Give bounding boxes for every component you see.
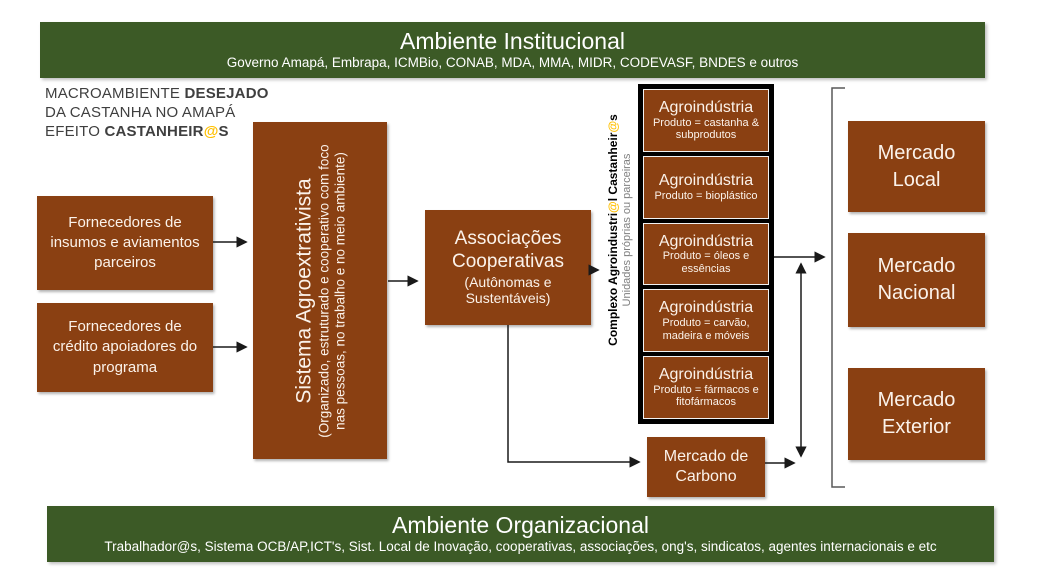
agroindustry-unit-2: Agroindústria Produto = bioplástico [643, 155, 769, 219]
agroindustry-unit-3-title: Agroindústria [658, 232, 754, 250]
complex-sublabel: Unidades próprias ou parceiras [620, 153, 633, 307]
agroindustry-complex: Agroindústria Produto = castanha & subpr… [638, 84, 774, 424]
institutional-subtitle: Governo Amapá, Embrapa, ICMBio, CONAB, M… [226, 55, 799, 71]
organizational-banner: Ambiente Organizacional Trabalhador@s, S… [47, 506, 994, 562]
agro-system-title: Sistema Agroextrativista [291, 177, 315, 404]
institutional-banner: Ambiente Institucional Governo Amapá, Em… [40, 22, 985, 78]
agroindustry-unit-4-product: Produto = carvão, madeira e móveis [662, 316, 750, 342]
market-national-label: Mercado Nacional [877, 255, 956, 304]
agro-system-rotated-text: Sistema Agroextrativista (Organizado, es… [253, 122, 387, 459]
market-local-label: Mercado Local [877, 141, 956, 191]
agroindustry-unit-3-product: Produto = óleos e essências [662, 250, 750, 275]
market-local-box: Mercado Local [848, 121, 985, 212]
suppliers-inputs-label: Fornecedores de insumos e aviamentos par… [50, 213, 200, 272]
organizational-subtitle: Trabalhador@s, Sistema OCB/AP,ICT's, Sis… [104, 539, 937, 555]
agroindustry-unit-4-title: Agroindústria [658, 299, 754, 317]
organizational-title: Ambiente Organizacional [392, 512, 649, 538]
market-foreign-box: Mercado Exterior [848, 368, 985, 460]
suppliers-credit-box: Fornecedores de crédito apoiadores do pr… [37, 303, 213, 392]
carbon-market-label: Mercado de Carbono [663, 448, 749, 485]
agroindustry-unit-1-title: Agroindústria [658, 98, 754, 116]
macroambiente-line-2: DA CASTANHA NO AMAPÁ [45, 104, 236, 121]
agro-system-subtitle: (Organizado, estruturado e cooperativo c… [315, 143, 348, 438]
complex-label: Complexo Agroindustri@l Castanheir@s [606, 114, 621, 346]
macroambiente-line-1: MACROAMBIENTE DESEJADO [45, 85, 269, 102]
agroindustry-unit-1-product: Produto = castanha & subprodutos [652, 116, 760, 142]
agroindustry-unit-5-title: Agroindústria [658, 366, 754, 384]
suppliers-credit-label: Fornecedores de crédito apoiadores do pr… [52, 318, 198, 376]
markets-bracket [831, 87, 845, 488]
market-exterior-label: Mercado Exterior [877, 389, 956, 438]
carbon-market-box: Mercado de Carbono [647, 437, 765, 497]
institutional-title: Ambiente Institucional [399, 28, 625, 54]
agro-system-box [253, 122, 387, 459]
market-national-box: Mercado Nacional [848, 233, 985, 327]
macroambiente-line-3: EFEITO CASTANHEIR@S [45, 123, 229, 140]
suppliers-inputs-box: Fornecedores de insumos e aviamentos par… [37, 196, 213, 290]
agroindustry-unit-2-title: Agroindústria [658, 172, 754, 190]
agroindustry-unit-3: Agroindústria Produto = óleos e essência… [643, 222, 769, 286]
associations-box: Associações Cooperativas (Autônomas e Su… [425, 210, 591, 325]
agroindustry-unit-1: Agroindústria Produto = castanha & subpr… [643, 89, 769, 152]
complex-rotated-caption: Complexo Agroindustri@l Castanheir@s Uni… [602, 80, 638, 380]
agroindustry-unit-5-product: Produto = fármacos e fitofármacos [653, 383, 759, 409]
agroindustry-unit-4: Agroindústria Produto = carvão, madeira … [643, 289, 769, 353]
associations-subtitle: (Autônomas e Sustentáveis) [464, 273, 552, 307]
agroindustry-unit-5: Agroindústria Produto = fármacos e fitof… [643, 356, 769, 419]
associations-title: Associações Cooperativas [452, 227, 564, 272]
macroambiente-caption: MACROAMBIENTE DESEJADO DA CASTANHA NO AM… [45, 84, 269, 141]
agroindustry-unit-2-product: Produto = bioplástico [654, 189, 758, 202]
